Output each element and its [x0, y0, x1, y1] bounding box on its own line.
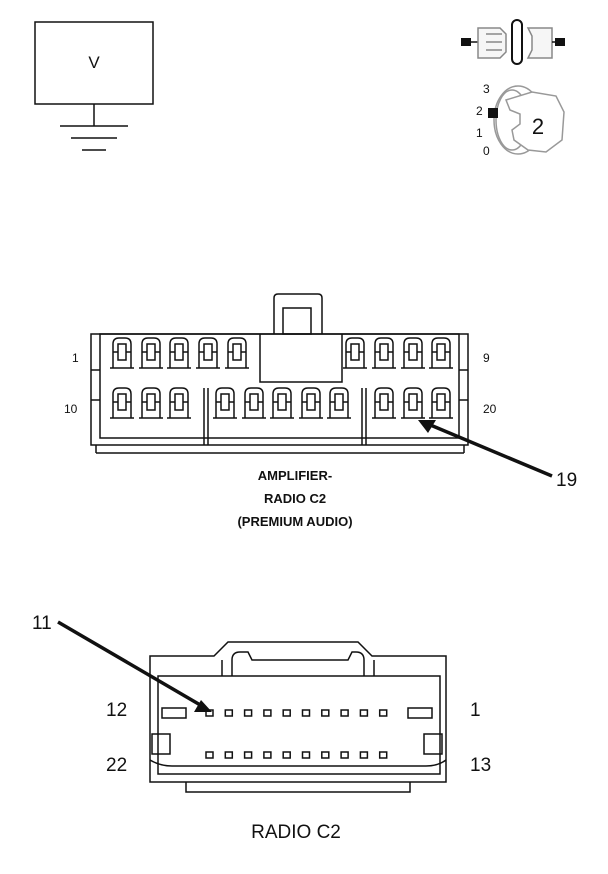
radio-pin-bottom-4	[263, 751, 272, 759]
amp-pin-bottom-10	[401, 387, 425, 419]
radio-key-right	[407, 707, 433, 719]
amp-pin-bottom-7	[299, 387, 323, 419]
radio-pin-bottom-5	[282, 751, 291, 759]
amp-pin-top-2	[139, 337, 163, 369]
radio-pin-label-22: 22	[106, 755, 127, 776]
radio-pin-bottom-7	[321, 751, 330, 759]
amp-pin-label-1: 1	[72, 351, 79, 365]
ignition-marker	[488, 108, 498, 118]
amp-pin-bottom-2	[139, 387, 163, 419]
amp-pin-label-20: 20	[483, 402, 497, 416]
amp-pin-top-7	[372, 337, 396, 369]
radio-key-left	[161, 707, 187, 719]
amp-connector-latch	[273, 293, 323, 334]
amp-title-line3: (PREMIUM AUDIO)	[237, 514, 352, 529]
amp-pin-top-9	[429, 337, 453, 369]
amp-pin-bottom-11	[429, 387, 453, 419]
radio-pin-top-9	[359, 709, 369, 717]
radio-connector-inner	[157, 675, 441, 775]
radio-title: RADIO C2	[251, 822, 341, 843]
radio-callout-label: 11	[32, 613, 52, 634]
radio-pin-bottom-8	[340, 751, 349, 759]
amp-callout-arrow	[427, 422, 553, 478]
ignition-key	[505, 91, 565, 153]
amp-top-row-pins	[110, 337, 453, 369]
amp-bottom-row-pins	[110, 387, 453, 419]
radio-pin-top-10	[378, 709, 388, 717]
radio-pin-top-8	[340, 709, 349, 717]
amp-pin-top-6	[343, 337, 367, 369]
amp-pin-top-1	[110, 337, 134, 369]
amp-title-line1: AMPLIFIER-	[258, 468, 332, 483]
radio-callout-arrow	[57, 620, 203, 708]
amp-pin-label-10: 10	[64, 402, 78, 416]
radio-pin-bottom-2	[224, 751, 234, 759]
voltmeter-label: V	[88, 53, 100, 72]
connector-disconnect-icon	[461, 19, 565, 65]
amp-pin-bottom-1	[110, 387, 134, 419]
radio-pin-label-13: 13	[470, 755, 491, 776]
amp-pin-bottom-8	[327, 387, 351, 419]
ignition-pos-3: 3	[483, 82, 490, 96]
radio-pin-bottom-1	[205, 751, 214, 759]
amp-pin-bottom-6	[270, 387, 294, 419]
radio-top-row-pins	[205, 709, 388, 717]
ignition-pos-2: 2	[476, 104, 483, 118]
radio-pin-label-12: 12	[106, 700, 127, 721]
radio-pin-bottom-10	[378, 751, 388, 759]
amp-pin-top-4	[196, 337, 220, 369]
amp-pin-bottom-3	[167, 387, 191, 419]
radio-pin-top-6	[301, 709, 311, 717]
ignition-switch-icon: 3 2 1 0 2	[476, 82, 565, 158]
amp-pin-bottom-9	[372, 387, 396, 419]
radio-pin-top-2	[224, 709, 234, 717]
radio-pin-bottom-6	[301, 751, 311, 759]
radio-bottom-row-pins	[205, 751, 388, 759]
amp-latch-window	[282, 307, 312, 335]
radio-pin-top-4	[263, 709, 272, 717]
ignition-pos-0: 0	[483, 144, 490, 158]
radio-pin-top-3	[243, 709, 253, 717]
radio-pin-bottom-3	[243, 751, 253, 759]
amp-pin-bottom-5	[242, 387, 266, 419]
amp-title-line2: RADIO C2	[264, 491, 326, 506]
amp-pin-top-5	[225, 337, 249, 369]
voltmeter-ground-symbol: V	[34, 21, 154, 151]
amplifier-connector-face: 1 9 10 20 19	[64, 293, 577, 491]
amp-pin-bottom-4	[213, 387, 237, 419]
radio-pin-bottom-9	[359, 751, 369, 759]
amp-pin-top-3	[167, 337, 191, 369]
amp-center-key	[259, 334, 343, 383]
radio-pin-top-5	[282, 709, 291, 717]
ignition-selected-label: 2	[532, 114, 544, 139]
radio-pin-top-7	[321, 709, 330, 717]
radio-connector-face: 12 1 22 13 11	[32, 613, 491, 793]
ignition-pos-1: 1	[476, 126, 483, 140]
radio-pin-label-1: 1	[470, 700, 481, 721]
amp-connector-inner	[99, 333, 460, 439]
amp-callout-label: 19	[556, 470, 577, 491]
amp-pin-top-8	[401, 337, 425, 369]
amp-pin-label-9: 9	[483, 351, 490, 365]
radio-connector-body	[149, 641, 447, 783]
radio-connector-latch	[231, 651, 365, 676]
radio-connector-skirt	[185, 782, 411, 793]
